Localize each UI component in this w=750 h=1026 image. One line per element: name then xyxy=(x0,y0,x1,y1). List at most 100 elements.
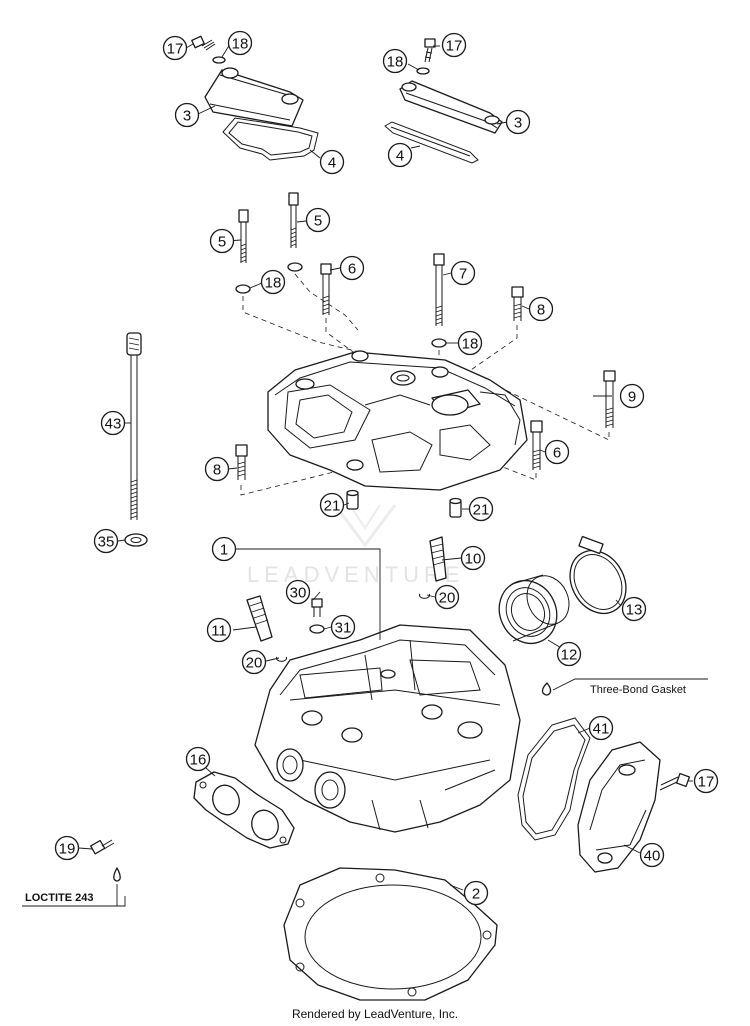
callout-9: 9 xyxy=(619,383,645,409)
dowel-21-right xyxy=(449,497,462,518)
callout-number: 11 xyxy=(211,623,227,640)
intake-boot-12 xyxy=(498,574,570,644)
callout-number: 6 xyxy=(553,445,561,462)
callout-number: 20 xyxy=(439,590,456,607)
callout-number: 20 xyxy=(246,655,263,672)
callout-number: 41 xyxy=(593,721,610,738)
callout-number: 8 xyxy=(213,462,221,479)
loctite-note: LOCTITE 243 xyxy=(25,892,93,904)
bolt-8-bottom xyxy=(235,444,248,480)
callout-number: 5 xyxy=(314,213,322,230)
valve-10 xyxy=(429,536,447,582)
screw-17-top-left xyxy=(191,35,216,51)
washer-18-left xyxy=(235,284,251,294)
callout-number: 7 xyxy=(459,266,467,283)
alignment-lines xyxy=(240,273,610,496)
cylinder-head xyxy=(254,624,521,833)
loctite-drop-icon xyxy=(113,867,121,882)
screw-30 xyxy=(311,598,323,617)
callout-number: 12 xyxy=(561,647,578,664)
callout-8-bottom: 8 xyxy=(204,456,230,482)
callout-31: 31 xyxy=(330,614,356,640)
callout-20-right: 20 xyxy=(434,584,460,610)
head-gasket-2 xyxy=(283,867,498,1001)
callout-41: 41 xyxy=(588,715,614,741)
clip-20-right xyxy=(419,593,430,599)
callout-5-left: 5 xyxy=(209,228,235,254)
callout-number: 21 xyxy=(324,498,341,515)
three-bond-gasket-note: Three-Bond Gasket xyxy=(590,684,686,696)
callout-20-left: 20 xyxy=(241,649,267,675)
callout-number: 10 xyxy=(465,551,482,568)
callout-number: 3 xyxy=(183,108,191,125)
leader-lines xyxy=(22,43,708,907)
callout-18-mid-right: 18 xyxy=(457,330,483,356)
callout-number: 9 xyxy=(628,389,636,406)
callout-number: 17 xyxy=(446,38,463,55)
callout-21-right: 21 xyxy=(468,496,494,522)
callout-18-top-right: 18 xyxy=(382,48,408,74)
callout-43: 43 xyxy=(100,410,126,436)
callout-21-left: 21 xyxy=(319,492,345,518)
callout-11: 11 xyxy=(206,617,232,643)
callout-number: 1 xyxy=(220,542,228,559)
callout-18-mid-left: 18 xyxy=(260,269,286,295)
washer-31 xyxy=(309,624,325,634)
gasket-41 xyxy=(517,717,591,841)
callout-number: 17 xyxy=(167,41,184,58)
callout-number: 5 xyxy=(218,234,226,251)
callout-1: 1 xyxy=(211,536,237,562)
callout-number: 43 xyxy=(105,416,122,433)
callout-17-top-right: 17 xyxy=(441,32,467,58)
callout-number: 17 xyxy=(698,774,715,791)
camshaft-holder xyxy=(267,350,528,491)
callout-7: 7 xyxy=(450,260,476,286)
callout-40: 40 xyxy=(639,842,665,868)
callout-13: 13 xyxy=(621,596,647,622)
bolt-5-left xyxy=(238,209,249,263)
cover-40 xyxy=(577,741,661,873)
callout-number: 16 xyxy=(190,752,207,769)
bolt-6-bottom xyxy=(530,420,543,470)
callout-35: 35 xyxy=(93,528,119,554)
callout-number: 21 xyxy=(473,502,490,519)
valve-11 xyxy=(246,595,273,642)
callout-number: 18 xyxy=(232,36,249,53)
left-valve-cover xyxy=(204,67,304,127)
screw-17-right xyxy=(659,772,691,791)
callout-number: 3 xyxy=(514,115,522,132)
bolt-6-top xyxy=(320,263,332,315)
callout-17-right: 17 xyxy=(693,768,719,794)
callout-number: 40 xyxy=(644,848,661,865)
screw-17-top-right xyxy=(424,38,436,63)
callout-19: 19 xyxy=(54,835,80,861)
callout-number: 19 xyxy=(59,841,76,858)
callout-number: 8 xyxy=(537,302,545,319)
bolt-7 xyxy=(433,253,445,326)
callout-30: 30 xyxy=(285,579,311,605)
clip-20-left xyxy=(276,656,287,662)
callout-6-top: 6 xyxy=(339,255,365,281)
callout-2: 2 xyxy=(463,880,489,906)
callout-number: 18 xyxy=(462,336,479,353)
bolt-8-top xyxy=(511,286,524,321)
callout-number: 30 xyxy=(290,585,307,602)
footer-credit: Rendered by LeadVenture, Inc. xyxy=(292,1007,458,1021)
callout-number: 4 xyxy=(328,155,336,172)
callout-8-top: 8 xyxy=(528,296,554,322)
sealant-drop-icon xyxy=(541,682,552,696)
callout-number: 35 xyxy=(98,534,115,551)
dowel-21-left xyxy=(346,489,359,510)
hose-clamp-13 xyxy=(569,535,627,615)
right-valve-cover xyxy=(399,80,503,134)
callout-5-right: 5 xyxy=(305,207,331,233)
callout-number: 4 xyxy=(396,148,404,165)
callout-10: 10 xyxy=(460,545,486,571)
callout-number: 6 xyxy=(348,261,356,278)
long-stud-43 xyxy=(126,332,142,520)
watermark-text: LEADVENTURE xyxy=(247,562,465,587)
callout-3-right: 3 xyxy=(505,109,531,135)
screw-19 xyxy=(90,839,115,855)
washer-5-right xyxy=(287,262,303,272)
callout-12: 12 xyxy=(556,641,582,667)
